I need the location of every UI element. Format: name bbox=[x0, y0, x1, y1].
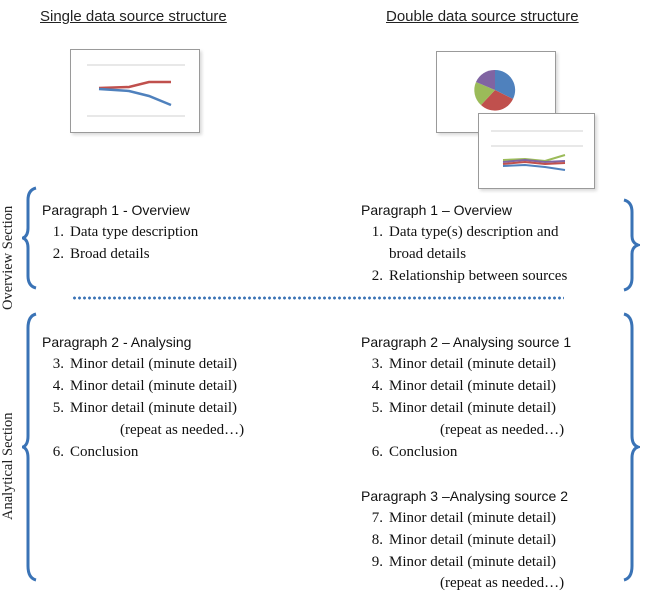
double-analysing1-item: 3.Minor detail (minute detail) bbox=[363, 353, 556, 375]
single-repeat-note: (repeat as needed…) bbox=[120, 422, 244, 439]
double-line-chart-thumbnail bbox=[478, 113, 595, 189]
single-analysing-item: 3.Minor detail (minute detail) bbox=[44, 353, 237, 375]
single-analysing-item: 5.Minor detail (minute detail) bbox=[44, 397, 237, 419]
purple-series-line bbox=[503, 160, 565, 162]
blue-series-line bbox=[99, 89, 171, 105]
double-overview-item: 1.Data type(s) description and bbox=[363, 221, 559, 243]
double-repeat-note-2: (repeat as needed…) bbox=[440, 575, 564, 592]
blue-series-line bbox=[503, 165, 565, 170]
overview-left-brace bbox=[22, 186, 38, 290]
overview-section-label: Overview Section bbox=[0, 206, 17, 310]
single-overview-item: 2.Broad details bbox=[44, 243, 150, 265]
double-analysing2-item: 9.Minor detail (minute detail) bbox=[363, 551, 556, 573]
single-overview-title: Paragraph 1 - Overview bbox=[42, 199, 190, 221]
single-analysing-title: Paragraph 2 - Analysing bbox=[42, 331, 191, 353]
analytical-right-brace bbox=[622, 312, 640, 582]
double-analysing2-item: 8.Minor detail (minute detail) bbox=[363, 529, 556, 551]
single-overview-item: 1.Data type description bbox=[44, 221, 198, 243]
section-divider bbox=[72, 296, 564, 300]
red-series-line bbox=[99, 82, 171, 88]
double-conclusion-item: 6.Conclusion bbox=[363, 441, 457, 463]
single-line-chart-thumbnail bbox=[70, 49, 200, 133]
analytical-left-brace bbox=[22, 312, 38, 582]
double-analysing1-item: 5.Minor detail (minute detail) bbox=[363, 397, 556, 419]
single-analysing-item: 4.Minor detail (minute detail) bbox=[44, 375, 237, 397]
double-repeat-note-1: (repeat as needed…) bbox=[440, 422, 564, 439]
double-analysing1-title: Paragraph 2 – Analysing source 1 bbox=[361, 331, 571, 353]
header-single: Single data source structure bbox=[40, 8, 227, 25]
double-analysing2-item: 7.Minor detail (minute detail) bbox=[363, 507, 556, 529]
double-overview-title: Paragraph 1 – Overview bbox=[361, 199, 512, 221]
analytical-section-label: Analytical Section bbox=[0, 412, 17, 520]
overview-right-brace bbox=[622, 198, 640, 292]
header-double: Double data source structure bbox=[386, 8, 579, 25]
double-analysing2-title: Paragraph 3 –Analysing source 2 bbox=[361, 485, 568, 507]
double-overview-item-continued: broad details bbox=[363, 243, 466, 265]
double-overview-item: 2.Relationship between sources bbox=[363, 265, 567, 287]
double-analysing1-item: 4.Minor detail (minute detail) bbox=[363, 375, 556, 397]
single-conclusion-item: 6.Conclusion bbox=[44, 441, 138, 463]
